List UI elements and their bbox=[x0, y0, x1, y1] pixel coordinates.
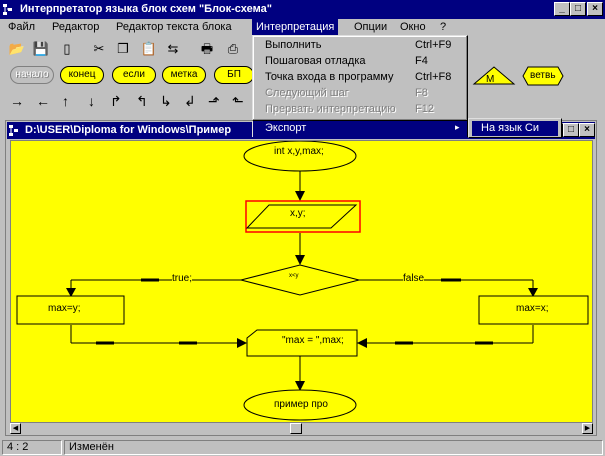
paste-icon[interactable]: 📋 bbox=[140, 41, 158, 56]
end-block bbox=[243, 389, 357, 421]
printer-setup-icon[interactable]: ⎙ bbox=[227, 41, 239, 56]
left-assign-block bbox=[16, 295, 125, 325]
menu-file[interactable]: Файл bbox=[8, 21, 36, 33]
block-start-button[interactable]: начало bbox=[10, 66, 54, 84]
shortcut-entry-point: Ctrl+F8 bbox=[415, 71, 452, 83]
branch-true-label: true; bbox=[172, 273, 193, 284]
doc-maximize-button[interactable]: □ bbox=[563, 123, 579, 137]
corner-up2-icon[interactable]: ⬑ bbox=[232, 93, 244, 109]
right-assign-text: max=x; bbox=[516, 303, 549, 314]
block-jump-button[interactable]: БП bbox=[214, 66, 254, 84]
shortcut-abort: F12 bbox=[415, 103, 434, 115]
end-block-text: пример про bbox=[274, 399, 328, 410]
cursor-position: 4 : 2 bbox=[2, 440, 62, 455]
menu-block-text-editor[interactable]: Редактор текста блока bbox=[116, 21, 232, 33]
input-block bbox=[245, 204, 358, 229]
move-icon[interactable]: ⇆ bbox=[167, 41, 179, 56]
flowchart bbox=[16, 141, 589, 421]
corner-up-icon[interactable]: ⬏ bbox=[208, 93, 220, 109]
interpretation-menu: Выполнить Ctrl+F9 Пошаговая отладка F4 Т… bbox=[252, 35, 468, 121]
menu-options[interactable]: Опции bbox=[354, 21, 388, 33]
block-branch-label: ветвь bbox=[530, 70, 556, 81]
condition-block bbox=[240, 264, 360, 296]
start-block-text: int x,y,max; bbox=[274, 146, 324, 157]
app-icon bbox=[3, 4, 12, 15]
scroll-right-button[interactable]: ▶ bbox=[582, 423, 593, 434]
right-assign-block bbox=[478, 295, 589, 325]
branch-false-label: false bbox=[403, 273, 425, 284]
maximize-button[interactable]: □ bbox=[570, 2, 586, 16]
block-m-label: М bbox=[486, 74, 495, 85]
copy-icon[interactable]: ❐ bbox=[117, 41, 129, 56]
menu-editor[interactable]: Редактор bbox=[52, 21, 100, 33]
menu-item-export[interactable]: Экспорт ▸ bbox=[252, 121, 468, 137]
block-branch-button[interactable] bbox=[522, 66, 564, 86]
corner-right-icon[interactable]: ↱ bbox=[110, 93, 122, 109]
flowchart-canvas[interactable] bbox=[10, 140, 593, 423]
print-icon[interactable]: 🖶 bbox=[200, 41, 214, 56]
minimize-button[interactable]: _ bbox=[554, 2, 570, 16]
condition-block-text: x<y bbox=[289, 273, 299, 279]
selected-block-frame bbox=[245, 200, 361, 233]
window-title: Интерпретатор языка блок схем "Блок-схем… bbox=[20, 3, 272, 15]
menu-interpretation[interactable]: Интерпретация bbox=[252, 19, 339, 36]
left-assign-text: max=y; bbox=[48, 303, 81, 314]
shortcut-next-step: F8 bbox=[415, 87, 428, 99]
output-block bbox=[246, 329, 358, 357]
menu-item-run[interactable]: Выполнить bbox=[265, 39, 322, 51]
document-state: Изменён bbox=[64, 440, 603, 455]
toolbar: 📂 💾 ▯ ✂ ❐ 📋 ⇆ 🖶 ⎙ начало конец если метк… bbox=[0, 36, 605, 120]
export-submenu: На язык Си bbox=[468, 118, 562, 138]
scroll-left-button[interactable]: ◀ bbox=[10, 423, 21, 434]
block-label-button[interactable]: метка bbox=[162, 66, 206, 84]
corner-down-right-icon[interactable]: ↳ bbox=[160, 93, 172, 109]
input-block-text: x,y; bbox=[290, 208, 306, 219]
menu-item-entry-point[interactable]: Точка входа в программу bbox=[265, 71, 394, 83]
submenu-arrow-icon: ▸ bbox=[455, 122, 460, 132]
start-block bbox=[243, 141, 357, 172]
arrow-down-icon[interactable]: ↓ bbox=[88, 93, 95, 109]
arrow-up-icon[interactable]: ↑ bbox=[62, 93, 69, 109]
shortcut-step-debug: F4 bbox=[415, 55, 428, 67]
horizontal-scrollbar[interactable]: ◀ ▶ bbox=[10, 423, 593, 434]
menu-bar: Файл Редактор Редактор текста блока Инте… bbox=[0, 19, 605, 36]
doc-close-button[interactable]: × bbox=[579, 123, 595, 137]
menu-item-step-debug[interactable]: Пошаговая отладка bbox=[265, 55, 366, 67]
title-bar: Интерпретатор языка блок схем "Блок-схем… bbox=[0, 0, 605, 19]
block-if-button[interactable]: если bbox=[112, 66, 156, 84]
cut-icon[interactable]: ✂ bbox=[93, 41, 105, 56]
document-window: D:\USER\Diploma for Windows\Пример _ □ × bbox=[5, 120, 597, 436]
block-end-button[interactable]: конец bbox=[60, 66, 104, 84]
open-icon[interactable]: 📂 bbox=[8, 41, 26, 56]
menu-item-abort: Прервать интерпретацию bbox=[265, 103, 396, 115]
menu-help[interactable]: ? bbox=[440, 21, 447, 33]
scroll-thumb[interactable] bbox=[290, 423, 302, 434]
status-bar: 4 : 2 Изменён bbox=[0, 438, 605, 456]
output-block-text: "max = ",max; bbox=[282, 335, 344, 346]
menu-window[interactable]: Окно bbox=[400, 21, 426, 33]
shortcut-run: Ctrl+F9 bbox=[415, 39, 452, 51]
corner-left-icon[interactable]: ↰ bbox=[136, 93, 148, 109]
new-icon[interactable]: ▯ bbox=[63, 41, 71, 56]
save-icon[interactable]: 💾 bbox=[32, 41, 50, 56]
arrow-right-icon[interactable]: → bbox=[10, 93, 24, 109]
corner-down-left-icon[interactable]: ↲ bbox=[184, 93, 196, 109]
arrow-left-icon[interactable]: ← bbox=[36, 93, 50, 109]
document-title: D:\USER\Diploma for Windows\Пример bbox=[25, 124, 232, 136]
export-label: Экспорт bbox=[265, 122, 307, 134]
menu-item-next-step: Следующий шаг bbox=[265, 87, 349, 99]
document-icon bbox=[9, 125, 18, 136]
menu-item-export-c[interactable]: На язык Си bbox=[472, 121, 558, 136]
close-button[interactable]: × bbox=[587, 2, 603, 16]
block-m-button[interactable] bbox=[472, 64, 516, 88]
